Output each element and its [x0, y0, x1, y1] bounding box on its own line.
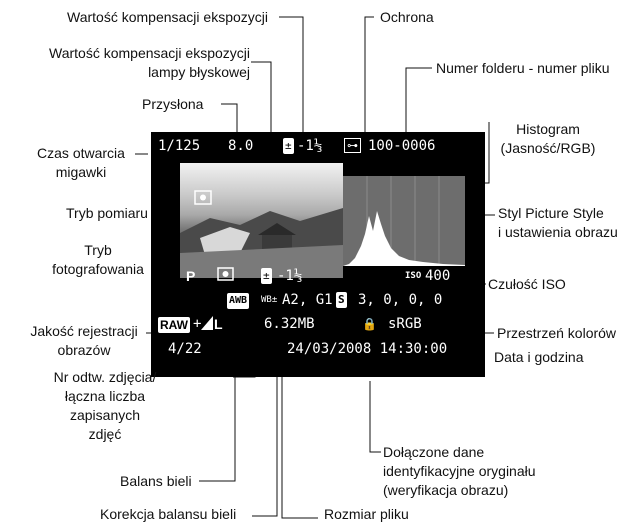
label-shutter-2: migawki	[55, 164, 107, 180]
exposure-comp-value: -1⅓	[297, 138, 323, 154]
metering-small-icon	[217, 267, 234, 281]
label-file-size: Rozmiar pliku	[324, 506, 409, 522]
color-space: sRGB	[388, 316, 422, 332]
label-aperture: Przysłona	[142, 96, 204, 112]
label-verification-3: (weryfikacja obrazu)	[383, 482, 509, 498]
label-shooting-2: fotografowania	[52, 261, 144, 277]
histogram	[343, 176, 465, 266]
label-playback-1: Nr odtw. zdjęcia/	[53, 369, 157, 385]
label-date-time: Data i godzina	[494, 349, 584, 365]
label-quality-1: Jakość rejestracji	[30, 323, 138, 339]
label-protection: Ochrona	[380, 9, 434, 25]
image-counter: 4/22	[168, 341, 202, 357]
folder-file-number: 100-0006	[368, 138, 436, 154]
label-verification-2: identyfikacyjne oryginału	[383, 463, 536, 479]
label-shooting-1: Tryb	[84, 242, 112, 258]
jpeg-quality-value: L	[214, 316, 223, 332]
label-wb-correction: Korekcja balansu bieli	[100, 506, 237, 522]
shooting-mode: P	[186, 268, 196, 284]
raw-quality-icon: RAW	[158, 317, 190, 333]
flash-comp-icon: ±	[261, 268, 272, 284]
label-metering: Tryb pomiaru	[66, 205, 148, 221]
lock-icon: 🔒	[362, 317, 377, 331]
shutter-speed: 1/125	[158, 138, 201, 154]
metering-icon-small	[217, 266, 235, 286]
file-size: 6.32MB	[264, 316, 315, 332]
label-white-balance: Balans bieli	[120, 473, 192, 489]
metering-icon	[194, 190, 212, 205]
quality-fine-icon	[201, 316, 213, 330]
label-histogram-1: Histogram	[516, 121, 580, 137]
label-color-space: Przestrzeń kolorów	[497, 325, 617, 341]
label-exposure-comp: Wartość kompensacji ekspozycji	[67, 9, 268, 25]
label-verification-1: Dołączone dane	[383, 444, 485, 460]
label-flash-comp-2: lampy błyskowej	[148, 64, 250, 80]
image-thumbnail	[180, 163, 343, 278]
protect-icon: ⊶	[344, 138, 361, 153]
picture-style-icon: S	[336, 292, 347, 308]
flash-comp-value: -1⅓	[277, 268, 303, 284]
histogram-graph	[343, 176, 465, 266]
label-playback-4: zdjęć	[88, 426, 122, 442]
picture-style-values: 3, 0, 0, 0	[358, 292, 443, 308]
iso-icon: ISO	[405, 271, 422, 281]
wb-shift-value: A2, G1	[282, 292, 333, 308]
landscape-image	[180, 208, 343, 278]
label-folder-file: Numer folderu - numer pliku	[436, 60, 610, 76]
label-playback-2: łączna liczba	[64, 388, 146, 404]
label-playback-3: zapisanych	[69, 407, 141, 423]
label-flash-comp-1: Wartość kompensacji ekspozycji	[49, 45, 250, 61]
exposure-comp-icon: ±	[283, 138, 294, 154]
plus-sign: +	[193, 316, 202, 332]
aperture-value: 8.0	[228, 138, 254, 154]
metering-mode-icon	[193, 188, 213, 210]
label-iso: Czułość ISO	[488, 276, 566, 292]
label-histogram-2: (Jasność/RGB)	[500, 140, 596, 156]
date-time: 24/03/2008 14:30:00	[287, 341, 448, 357]
label-quality-2: obrazów	[57, 342, 111, 358]
white-balance-icon: AWB	[227, 293, 250, 309]
jpeg-quality-icon	[201, 316, 213, 334]
label-shutter-1: Czas otwarcia	[37, 145, 125, 161]
wb-shift-icon: WB±	[261, 295, 278, 305]
label-picture-style-1: Styl Picture Style	[498, 205, 604, 221]
iso-value: 400	[425, 268, 451, 284]
label-picture-style-2: i ustawienia obrazu	[498, 224, 618, 240]
